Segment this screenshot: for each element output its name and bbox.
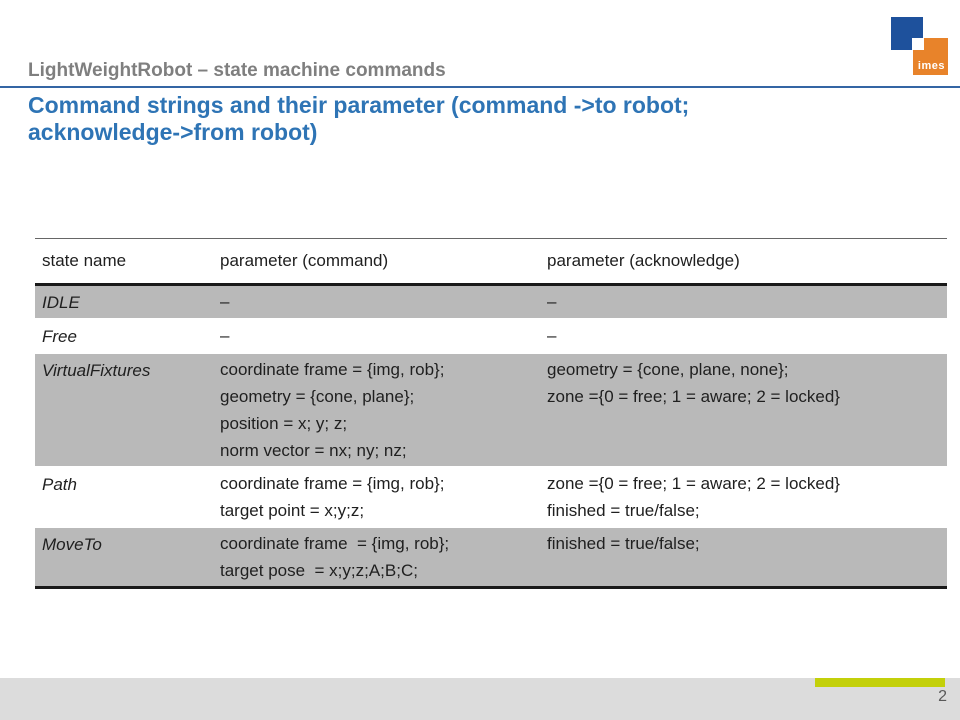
imes-logo: imes xyxy=(880,0,960,85)
table-row: Free – – xyxy=(35,320,947,352)
command-cell: coordinate frame = {img, rob}; geometry =… xyxy=(213,354,540,466)
parameter-line: position = x; y; z; xyxy=(220,414,348,433)
acknowledge-cell: – xyxy=(540,320,947,352)
table-body: IDLE – – Free – – VirtualFixtures coordinate fr… xyxy=(35,286,947,589)
state-name-cell: Free xyxy=(42,327,77,346)
parameter-line: coordinate frame = {img, rob}; xyxy=(220,360,445,379)
table-row: VirtualFixtures coordinate frame = {img, … xyxy=(35,354,947,466)
acknowledge-cell: geometry = {cone, plane, none}; zone ={0 … xyxy=(540,354,947,466)
column-header-parameter-acknowledge: parameter (acknowledge) xyxy=(547,251,740,270)
parameter-line: norm vector = nx; ny; nz; xyxy=(220,441,407,460)
acknowledge-cell: finished = true/false; xyxy=(540,528,947,586)
parameter-line: geometry = {cone, plane, none}; xyxy=(547,360,789,379)
table-row: MoveTo coordinate frame = {img, rob}; targ… xyxy=(35,528,947,586)
parameter-line: – xyxy=(220,326,230,345)
table-row: IDLE – – xyxy=(35,286,947,318)
command-cell: – xyxy=(213,320,540,352)
table-header-row: state name parameter (command) parameter… xyxy=(35,238,947,286)
header-divider-line xyxy=(0,86,960,88)
command-cell: coordinate frame = {img, rob}; target pos… xyxy=(213,528,540,586)
parameter-line: zone ={0 = free; 1 = aware; 2 = locked} xyxy=(547,474,840,493)
acknowledge-cell: – xyxy=(540,286,947,318)
parameter-line: – xyxy=(547,292,557,311)
state-machine-commands-table: state name parameter (command) parameter… xyxy=(35,238,947,589)
parameter-line: target point = x;y;z; xyxy=(220,501,365,520)
column-header-state-name: state name xyxy=(42,251,127,270)
state-name-cell: IDLE xyxy=(42,293,80,312)
slide-header-title: LightWeightRobot – state machine command… xyxy=(28,60,446,81)
slide-title: Command strings and their parameter (com… xyxy=(28,92,690,145)
state-name-cell: Path xyxy=(42,475,77,494)
parameter-line: geometry = {cone, plane}; xyxy=(220,387,415,406)
logo-overlap-square xyxy=(912,38,924,50)
parameter-line: target pose = x;y;z;A;B;C; xyxy=(220,561,418,580)
footer-accent-bar xyxy=(815,678,945,687)
state-name-cell: MoveTo xyxy=(42,535,102,554)
parameter-line: coordinate frame = {img, rob}; xyxy=(220,534,450,553)
page-number: 2 xyxy=(938,688,947,705)
command-cell: – xyxy=(213,286,540,318)
parameter-line: finished = true/false; xyxy=(547,534,700,553)
logo-text: imes xyxy=(917,60,945,72)
command-cell: coordinate frame = {img, rob}; target poi… xyxy=(213,468,540,526)
parameter-line: – xyxy=(220,292,230,311)
acknowledge-cell: zone ={0 = free; 1 = aware; 2 = locked} f… xyxy=(540,468,947,526)
state-name-cell: VirtualFixtures xyxy=(42,361,151,380)
parameter-line: coordinate frame = {img, rob}; xyxy=(220,474,445,493)
table-row: Path coordinate frame = {img, rob}; target… xyxy=(35,468,947,526)
footer-bar: 2 xyxy=(0,678,960,720)
column-header-parameter-command: parameter (command) xyxy=(220,251,389,270)
parameter-line: zone ={0 = free; 1 = aware; 2 = locked} xyxy=(547,387,840,406)
parameter-line: finished = true/false; xyxy=(547,501,700,520)
parameter-line: – xyxy=(547,326,557,345)
